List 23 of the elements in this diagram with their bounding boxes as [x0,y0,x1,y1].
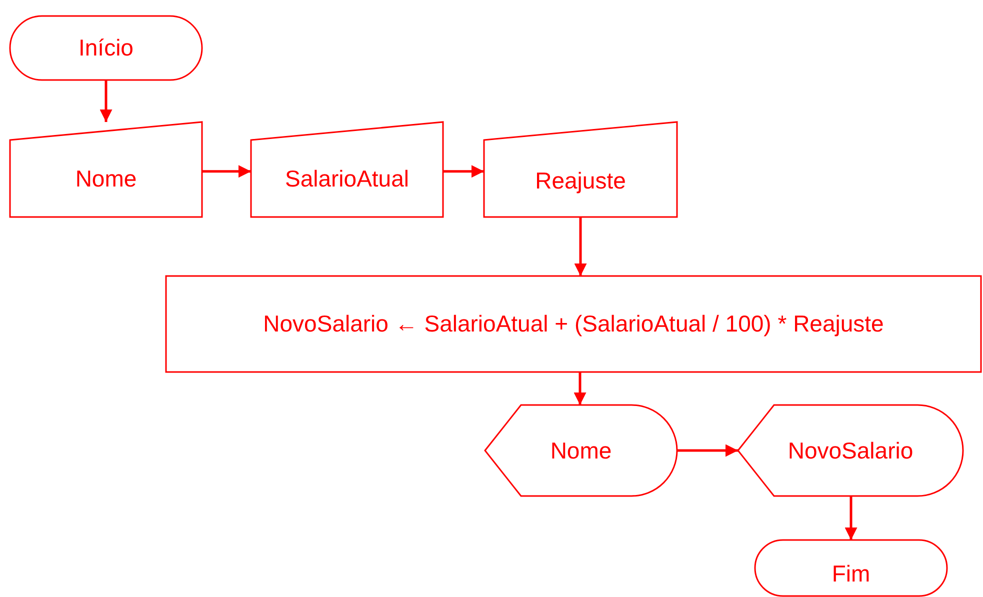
arrow [574,217,587,276]
manual-input-shape [10,122,202,217]
node-label: Início [78,34,134,62]
node-label: Nome [75,166,137,192]
arrow [677,444,738,457]
arrow [100,80,112,122]
process-box [166,276,981,372]
arrow [443,165,484,178]
node-label: Reajuste [535,167,626,194]
terminal-shape [755,540,947,596]
node-label: NovoSalario [788,437,914,464]
node-label: Nome [550,437,612,464]
node-label: Fim [832,560,870,588]
node-label: SalarioAtual [284,166,410,192]
manual-input-shape [251,122,443,217]
display-shape [738,405,963,496]
display-shape [485,405,677,496]
arrow [844,496,858,540]
arrow [202,165,251,178]
terminal-shape [10,16,202,80]
arrow [574,372,586,405]
node-label: NovoSalario ← SalarioAtual + (SalarioAtual / 100) * Reajuste [263,310,884,338]
manual-input-shape [484,122,677,217]
